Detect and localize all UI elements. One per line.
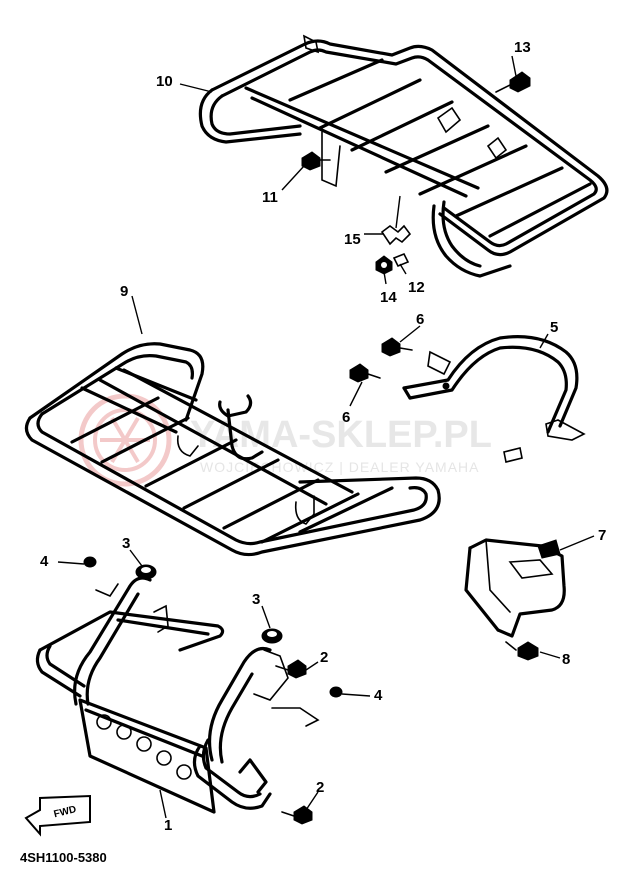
callout-15: 15 xyxy=(344,231,361,248)
callout-2-upper: 2 xyxy=(320,649,328,666)
nut-part-14 xyxy=(375,255,393,275)
grommet-part-3-right xyxy=(261,628,283,644)
callout-5: 5 xyxy=(550,319,558,336)
nut-part-4-right xyxy=(329,686,343,698)
grommet-part-3-left xyxy=(135,564,157,580)
rear-carrier-part-10 xyxy=(198,34,609,278)
watermark: YAMA-SKLEP.PL WOJCIECHOWICZ | DEALER YAM… xyxy=(78,393,492,487)
callout-2-lower: 2 xyxy=(316,779,324,796)
bolt-part-2-upper xyxy=(275,659,307,679)
callout-12: 12 xyxy=(408,279,425,296)
bolt-part-2-lower xyxy=(281,805,313,825)
bolt-part-13 xyxy=(495,71,531,93)
callout-3-left: 3 xyxy=(122,535,130,552)
leader-lines xyxy=(57,55,595,819)
bracket-part-5 xyxy=(402,335,586,463)
callout-1: 1 xyxy=(164,817,172,834)
drawing-code: 4SH1100-5380 xyxy=(20,850,107,865)
callouts: 10 13 11 15 12 14 9 5 6 6 7 8 4 3 3 2 4 … xyxy=(40,39,606,834)
bolt-part-11 xyxy=(301,151,331,171)
front-carrier-part-9 xyxy=(24,342,441,557)
callout-8: 8 xyxy=(562,651,570,668)
callout-3-right: 3 xyxy=(252,591,260,608)
callout-10: 10 xyxy=(156,73,173,90)
callout-6-lower: 6 xyxy=(342,409,350,426)
forward-arrow-icon: FWD xyxy=(24,794,91,837)
callout-4-right: 4 xyxy=(374,687,383,704)
watermark-subtitle: WOJCIECHOWICZ | DEALER YAMAHA xyxy=(200,459,479,475)
collar-part-12 xyxy=(392,252,410,268)
callout-13: 13 xyxy=(514,39,531,56)
callout-11: 11 xyxy=(262,189,278,206)
bolt-part-6-upper xyxy=(381,337,413,357)
watermark-title: YAMA-SKLEP.PL xyxy=(190,414,492,456)
callout-6-upper: 6 xyxy=(416,311,424,328)
callout-9: 9 xyxy=(120,283,128,300)
callout-4-left: 4 xyxy=(40,553,49,570)
callout-14: 14 xyxy=(380,289,397,306)
fwd-label: FWD xyxy=(53,804,78,820)
bolt-part-8 xyxy=(505,641,539,661)
bolt-part-6-lower xyxy=(349,363,381,383)
front-guard-part-1 xyxy=(35,576,320,814)
stay-part-7 xyxy=(464,538,566,638)
clip-part-15 xyxy=(380,195,412,246)
nut-part-4-left xyxy=(83,556,97,568)
callout-7: 7 xyxy=(598,527,606,544)
